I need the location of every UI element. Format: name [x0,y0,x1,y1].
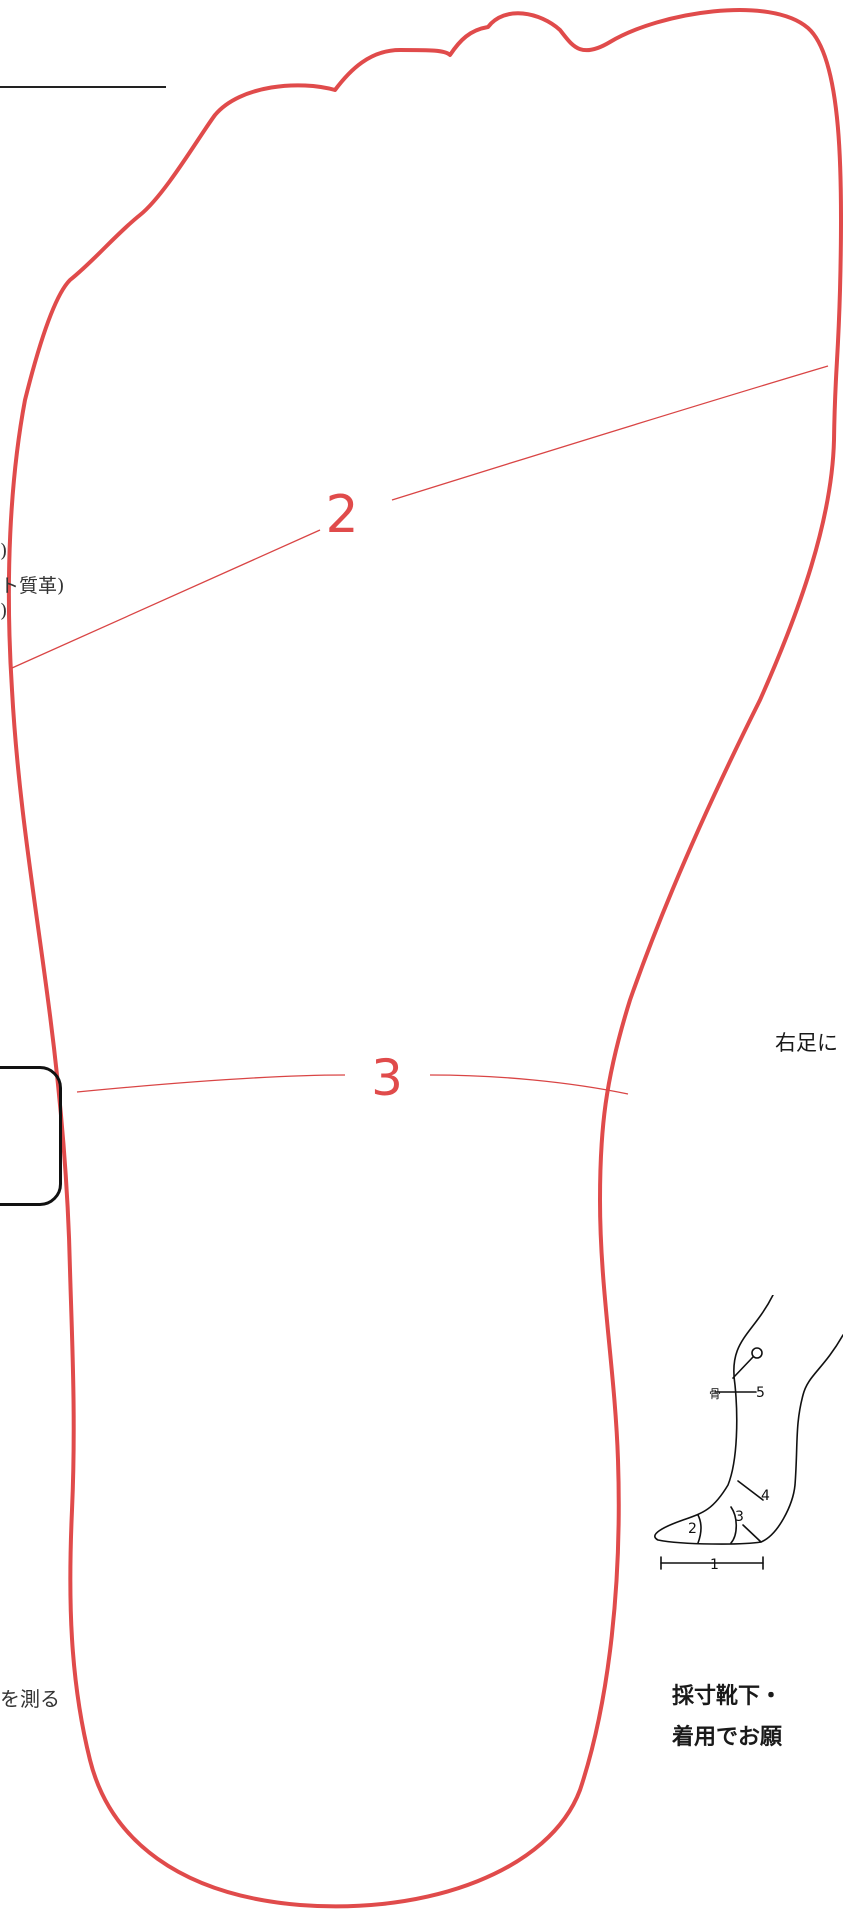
line-2-label: 2 [325,485,358,545]
label-1: 1 [710,1557,719,1573]
text-fragment-2: ト質革) [0,575,65,597]
note-box [0,1066,62,1206]
leg-measure-diagram: 骨 5 4 3 2 1 [654,1295,843,1573]
leg-back-outline [742,1524,762,1543]
label-2: 2 [688,1521,697,1537]
foot-outline [6,8,843,1909]
measure-4-line [737,1480,764,1501]
label-5: 5 [756,1385,765,1401]
measure-text: を測る [0,1687,60,1711]
bottom-note-line-1: 採寸靴下・ [672,1683,783,1709]
right-foot-note: 右足に [775,1031,838,1055]
label-3: 3 [735,1509,744,1525]
measure-3-line [730,1506,738,1544]
measure-line-2 [11,529,321,669]
label-4: 4 [761,1488,770,1504]
top-rule [0,86,166,88]
bone-marker [751,1347,763,1359]
bone-pointer [732,1356,754,1379]
measure-line-3b [429,1074,629,1095]
measure-line-2b [391,365,829,501]
text-fragment-1: ) [0,540,8,562]
measure-line-3 [76,1074,346,1093]
leg-front-outline [654,1295,843,1545]
text-fragment-3: ) [0,600,8,622]
measure-2-line [697,1514,702,1544]
bone-label: 骨 [709,1387,721,1401]
bottom-note-line-2: 着用でお願 [672,1724,783,1750]
line-3-label: 3 [371,1049,403,1107]
